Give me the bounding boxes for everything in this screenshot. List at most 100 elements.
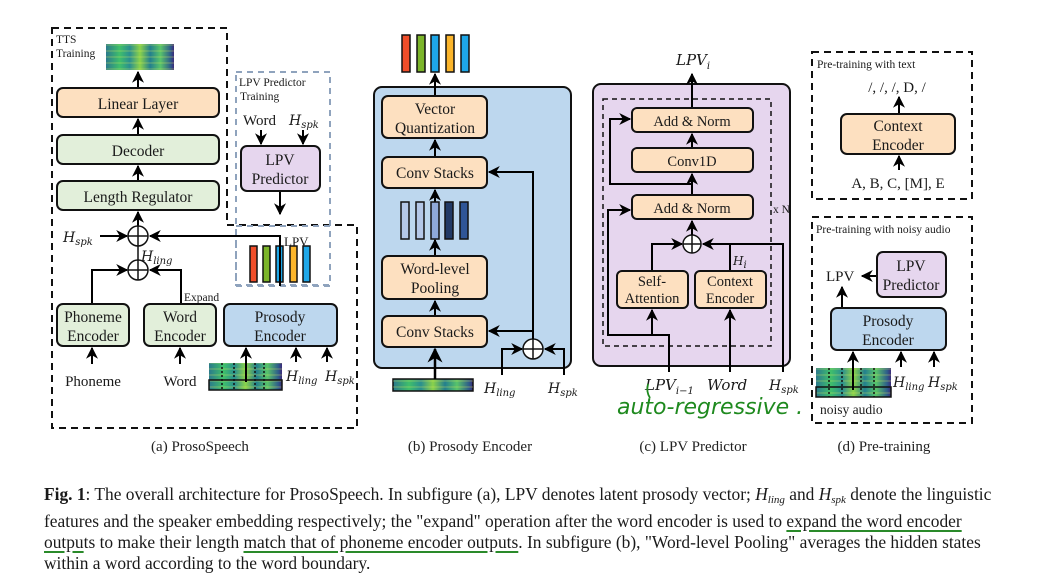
repeat-block-border (602, 98, 772, 347)
self-attention-line2: Attention (625, 291, 681, 307)
pooling-line2: Pooling (411, 280, 459, 297)
repeat-label: x N (773, 204, 791, 216)
handwritten-underline-1: expand the word encoder outpu (44, 511, 962, 552)
hling-math: Hling (755, 484, 785, 506)
vector-quantization-box (381, 95, 488, 139)
pooled-vectors (400, 201, 469, 240)
hspk-math: Hspk (818, 484, 846, 506)
text-pretraining-inputs: A, B, C, [M], E (851, 176, 944, 192)
fig-label: Fig. 1 (44, 484, 86, 504)
caption-b: (b) Prosody Encoder (408, 439, 532, 455)
conv-stacks-top-label: Conv Stacks (396, 165, 474, 182)
prosody-encoder-line2-d: Encoder (862, 332, 914, 349)
prosody-encoder-box-d (830, 307, 947, 351)
vq-line2: Quantization (395, 120, 475, 137)
prosody-encoder-line2: Encoder (254, 328, 306, 345)
prosody-encoder-line1: Prosody (255, 309, 306, 326)
conv-stacks-top-box (381, 156, 488, 189)
architecture-figure: TTS Training Linear Layer Decoder Length… (51, 27, 973, 455)
add-norm-top-label: Add & Norm (653, 114, 731, 130)
add-norm-top-box (631, 107, 754, 133)
adder-top (127, 225, 149, 247)
self-attention-box (616, 270, 689, 309)
lpv-predictor-box-d (876, 251, 947, 298)
vq-line1: Vector (415, 101, 456, 118)
linear-layer-label: Linear Layer (98, 96, 179, 113)
context-encoder-line2-c: Encoder (706, 291, 754, 307)
caption-c: (c) LPV Predictor (639, 439, 746, 455)
word-encoder-box (143, 303, 217, 347)
length-regulator-box (56, 180, 220, 211)
context-encoder-line1-d: Context (873, 118, 923, 135)
mel-spectrogram-output (106, 44, 174, 70)
audio-pretraining-title: Pre-training with noisy audio (816, 224, 951, 236)
conv-stacks-bottom-box (381, 315, 488, 348)
phoneme-input-label: Phoneme (65, 374, 121, 390)
tts-label-line1: TTS (56, 34, 76, 46)
word-label-c: Word (707, 376, 747, 394)
hi-label: Hi (732, 254, 747, 271)
word-encoder-line1: Word (163, 309, 197, 326)
figure-caption: Fig. 1: The overall architecture for Pro… (44, 484, 992, 573)
phoneme-encoder-line1: Phoneme (64, 309, 122, 326)
caption-d: (d) Pre-training (838, 439, 931, 455)
context-encoder-box-c (694, 270, 767, 309)
caption-a: (a) ProsoSpeech (151, 439, 249, 455)
hspk-input-label: Hspk (324, 369, 355, 387)
length-regulator-label: Length Regulator (84, 189, 194, 206)
mel-spectrogram-input-b (392, 378, 474, 392)
lpv-label-d: LPV (826, 269, 855, 285)
linear-layer-box (56, 87, 220, 118)
add-norm-bottom-label: Add & Norm (653, 201, 731, 217)
hspk-label-c: Hspk (768, 378, 799, 396)
hspk-label-left: Hspk (62, 230, 93, 248)
conv-stacks-bottom-label: Conv Stacks (396, 324, 474, 341)
lpv-prev-label: LPVi−1 (644, 376, 694, 397)
lpv-predictor-label-line2: Predictor (252, 171, 310, 188)
word-encoder-line2: Encoder (154, 328, 206, 345)
tts-label-line2: Training (56, 48, 95, 60)
conv1d-label: Conv1D (667, 154, 716, 170)
subfigure-a: TTS Training Linear Layer Decoder Length… (51, 27, 358, 455)
text-pretraining-border (811, 51, 973, 200)
adder-c (682, 234, 702, 254)
context-encoder-box-d (840, 113, 956, 155)
phoneme-encoder-line2: Encoder (67, 328, 119, 345)
hling-label-d: Hling (892, 375, 924, 393)
expand-label: Expand (184, 292, 219, 304)
word-input-label: Word (164, 374, 197, 390)
prosody-encoder-box-a (223, 303, 338, 347)
decoder-label: Decoder (112, 143, 165, 160)
word-input-label-top: Word (243, 113, 276, 129)
subfigure-b: Vector Quantization Conv Stacks Word-lev… (373, 34, 578, 455)
lpv-predictor-label-line1: LPV (265, 152, 295, 169)
context-encoder-line2-d: Encoder (872, 137, 924, 154)
text-pretraining-outputs: /, /, /, D, / (868, 80, 926, 96)
hling-label-b: Hling (483, 381, 515, 399)
lpv-predictor-line2-d: Predictor (883, 277, 941, 294)
hspk-label-top: Hspk (288, 113, 319, 131)
add-norm-bottom-box (631, 194, 754, 220)
lpv-vectors-b (401, 34, 470, 73)
handwritten-annotation: auto-regressive . (617, 395, 803, 420)
hling-input-label: Hling (285, 369, 317, 387)
adder-b (522, 338, 544, 360)
lpv-predictor-box (240, 145, 321, 192)
hspk-label-b: Hspk (547, 381, 578, 399)
lpv-predictor-line1-d: LPV (896, 258, 926, 275)
context-encoder-line1-c: Context (707, 274, 753, 290)
conv1d-box (631, 147, 754, 173)
subfigure-d: Pre-training with text /, /, /, D, / Con… (811, 51, 973, 455)
text-pretraining-title: Pre-training with text (817, 59, 916, 71)
lpv-training-label-line2: Training (240, 91, 279, 103)
handwritten-underline-2: match that of phoneme encoder outputs (243, 532, 519, 552)
word-level-pooling-box (381, 255, 488, 300)
decoder-box (56, 134, 220, 165)
prosody-encoder-line1-d: Prosody (863, 313, 914, 330)
self-attention-line1: Self- (638, 274, 666, 290)
pooling-line1: Word-level (400, 261, 469, 278)
noisy-audio-label: noisy audio (820, 402, 883, 417)
audio-pretraining-border (811, 216, 973, 424)
lpv-training-label-line1: LPV Predictor (239, 77, 306, 89)
hling-label: Hling (140, 249, 172, 267)
